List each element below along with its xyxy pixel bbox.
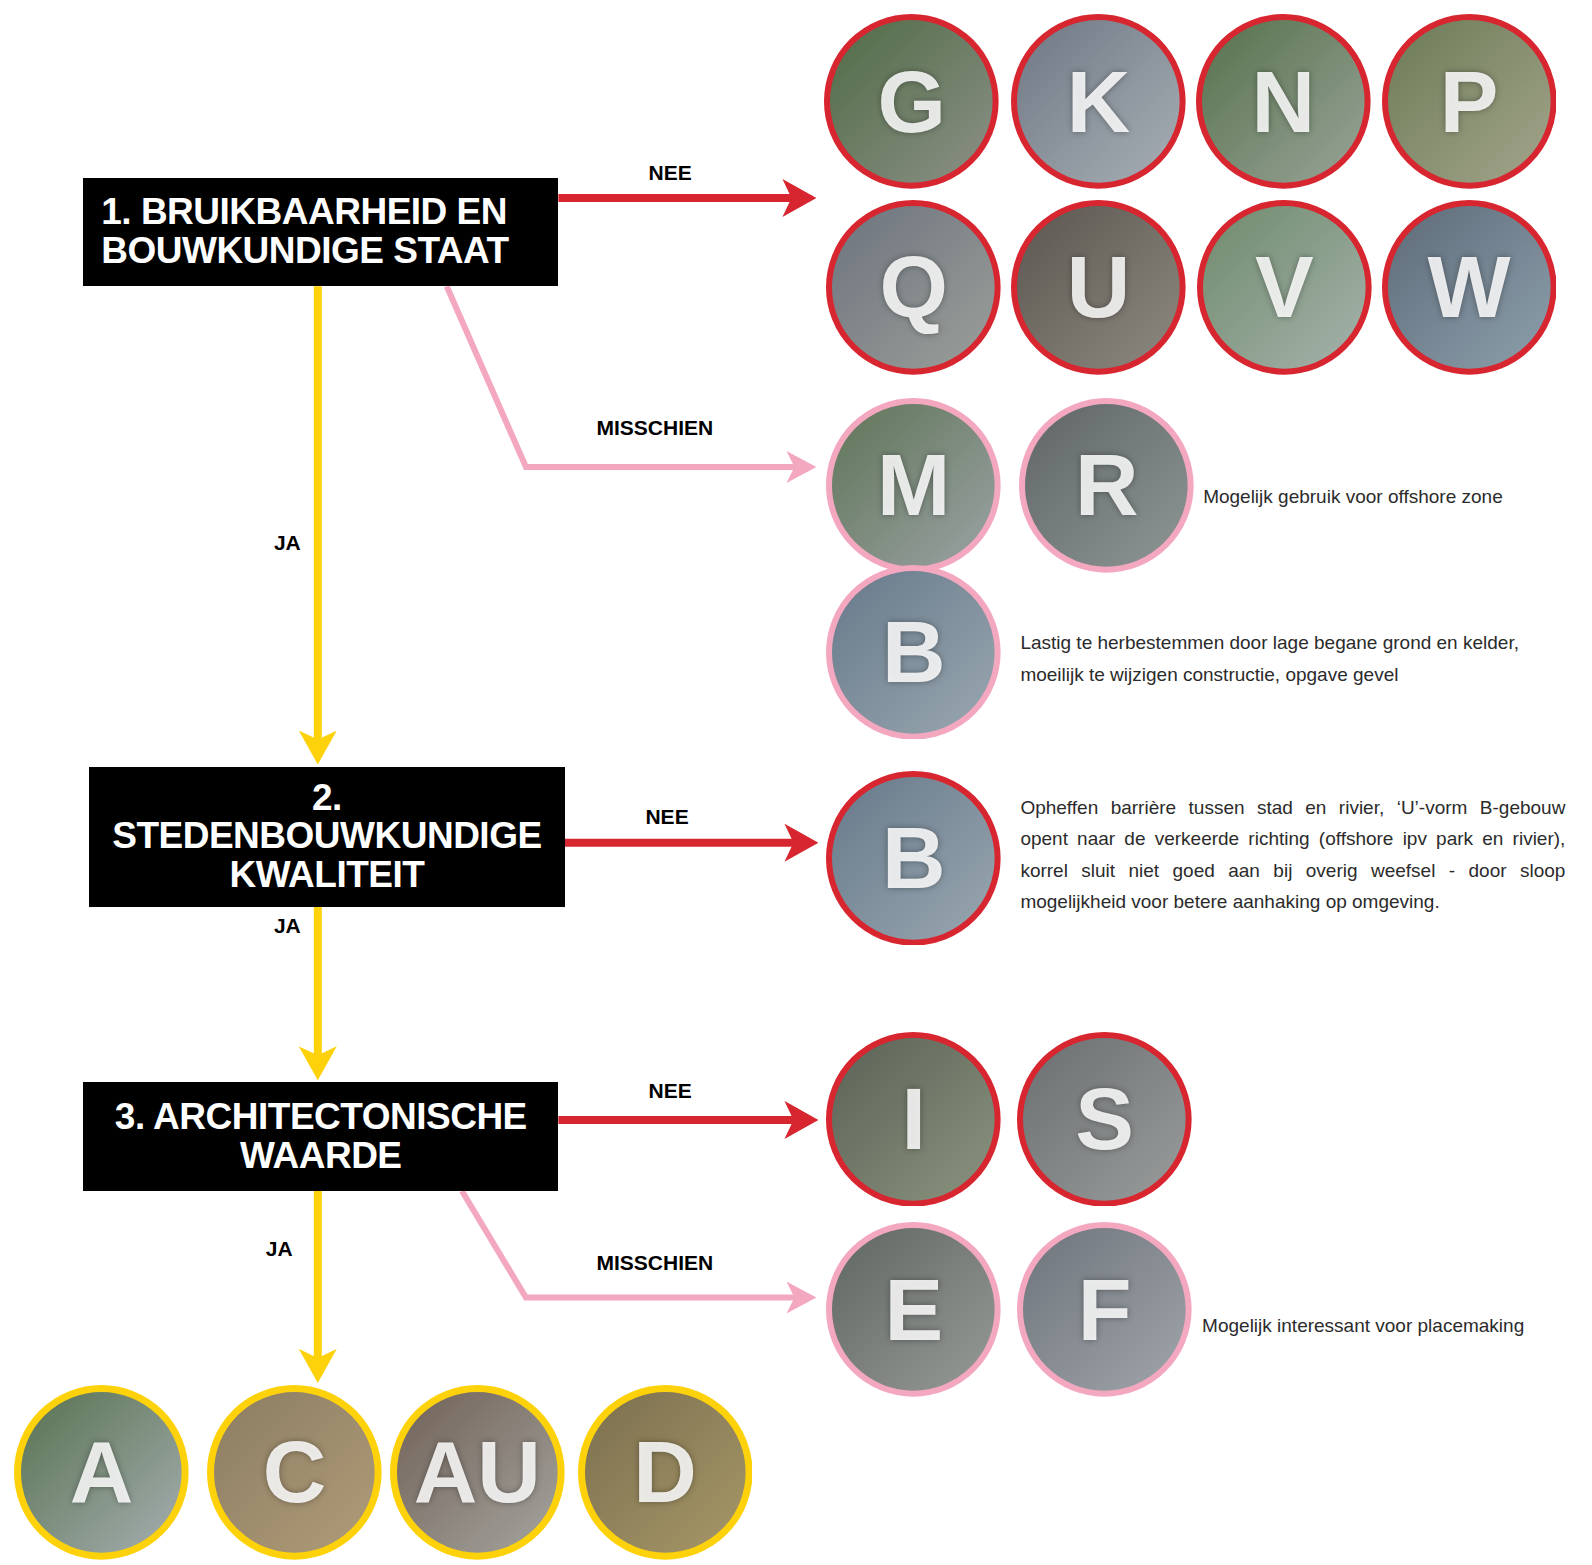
photo-letter: F [1078,1266,1132,1354]
flow-arrow [462,1191,798,1298]
photo-disc [1200,203,1369,372]
answer-label: JA [274,914,301,938]
photo-circle: R [1019,398,1194,573]
photo-letter: S [1075,1075,1134,1163]
photo-letter: R [1075,441,1139,529]
photo-circle: N [1196,14,1371,189]
answer-label: NEE [649,1079,692,1103]
flow-arrow [314,907,322,1058]
photo-circle: AU [390,1385,565,1560]
flow-arrow [565,839,797,847]
note-text: Opheffen barrière tussen stad en rivier,… [1020,792,1565,917]
flow-arrow [314,286,322,742]
photo-disc [1385,17,1554,186]
photo-letter: V [1255,243,1314,331]
photo-disc [829,1225,998,1394]
photo-circle: V [1197,200,1372,375]
note-text: Mogelijk gebruik voor offshore zone [1203,481,1575,512]
flow-arrow [558,194,794,202]
answer-label: JA [266,1237,293,1261]
step-box: 2. STEDENBOUWKUNDIGE KWALITEIT [89,767,564,908]
photo-circle: U [1011,200,1186,375]
photo-letter: D [633,1428,697,1516]
photo-disc [18,1388,186,1556]
photo-disc [829,567,998,736]
step-box: 1. BRUIKBAARHEID EN BOUWKUNDIGE STAAT [83,178,558,287]
photo-circle: D [578,1385,753,1560]
photo-letter: E [884,1266,943,1354]
note-text: Lastig te herbestemmen door lage begane … [1020,627,1550,690]
photo-letter: I [902,1075,926,1163]
photo-disc [1014,203,1183,372]
photo-letter: W [1428,243,1511,331]
photo-letter: U [1067,243,1131,331]
photo-circle: C [207,1385,382,1560]
step-title: 2. STEDENBOUWKUNDIGE KWALITEIT [107,779,546,896]
photo-circle: K [1011,14,1186,189]
note-text: Mogelijk interessant voor placemaking [1202,1310,1582,1341]
photo-disc [827,17,996,186]
flow-arrow [558,1116,796,1124]
step-title: 3. ARCHITECTONISCHE WAARDE [101,1098,540,1176]
photo-circle: S [1017,1032,1192,1207]
answer-label: NEE [645,805,688,829]
flow-arrow [447,286,799,467]
answer-label: JA [274,531,301,555]
photo-disc [581,1388,749,1556]
photo-circle: F [1017,1222,1192,1397]
photo-circle: A [14,1385,189,1560]
photo-disc [1014,17,1183,186]
photo-letter: K [1067,58,1131,146]
photo-disc [1385,203,1554,372]
photo-disc [829,774,998,943]
photo-letter: M [877,441,950,529]
photo-letter: Q [880,243,948,331]
photo-circle: E [826,1222,1001,1397]
photo-letter: B [882,608,946,696]
photo-disc [829,203,998,372]
photo-circle: M [826,398,1001,573]
photo-letter: A [70,1428,134,1516]
photo-letter: N [1252,58,1316,146]
photo-circle: G [824,14,999,189]
answer-label: NEE [649,161,692,185]
step-title: 1. BRUIKBAARHEID EN BOUWKUNDIGE STAAT [101,193,540,271]
photo-disc [1199,17,1368,186]
step-box: 3. ARCHITECTONISCHE WAARDE [83,1082,558,1191]
photo-letter: AU [414,1428,541,1516]
answer-label: MISSCHIEN [597,416,714,440]
photo-disc [1020,1225,1189,1394]
photo-letter: B [882,814,946,902]
photo-disc [1020,1035,1189,1204]
photo-circle: W [1382,200,1557,375]
photo-circle: B [826,565,1001,740]
photo-letter: C [263,1428,327,1516]
answer-label: MISSCHIEN [597,1251,714,1275]
photo-circle: P [1382,14,1557,189]
photo-disc [1022,401,1191,570]
photo-circle: B [826,771,1001,946]
photo-circle: I [826,1032,1001,1207]
photo-letter: G [878,58,946,146]
photo-letter: P [1440,58,1499,146]
photo-disc [829,1035,998,1204]
photo-disc [211,1388,379,1556]
flow-arrow [314,1191,322,1361]
photo-disc [393,1388,561,1556]
photo-circle: Q [826,200,1001,375]
photo-disc [829,401,998,570]
